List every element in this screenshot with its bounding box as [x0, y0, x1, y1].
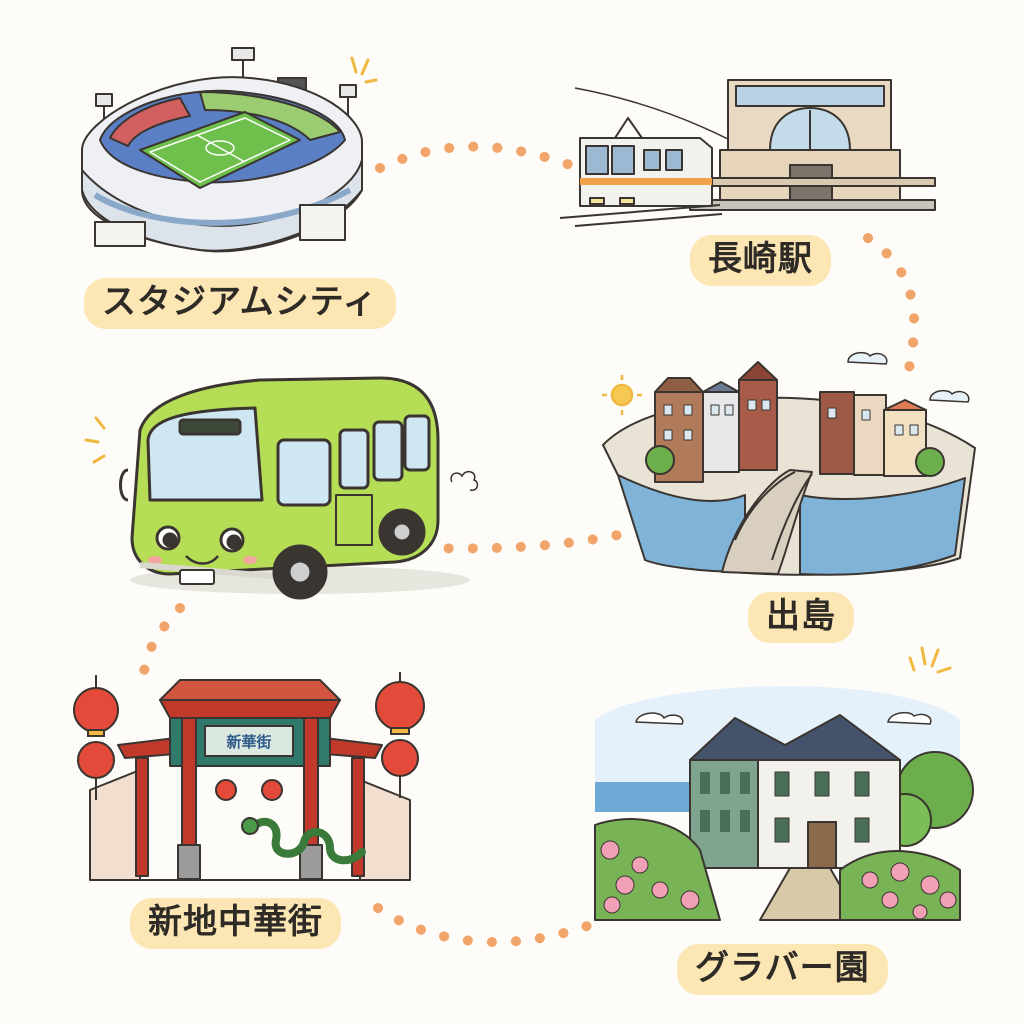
glover-house-illustration [594, 686, 974, 921]
lantern-icon [77, 741, 115, 800]
sparkle-icon [908, 646, 952, 674]
stop-label-glover-garden: グラバー園 [677, 944, 888, 996]
route-bus-to-chinatown [138, 603, 185, 695]
lantern-icon [73, 675, 119, 737]
route-chinatown-to-glover [373, 903, 595, 948]
train-station-illustration [559, 79, 936, 227]
lantern-icon [261, 779, 283, 801]
lantern-icon [375, 672, 425, 735]
lantern-icon [381, 739, 419, 798]
route-dejima-to-bus [425, 525, 645, 554]
route-stadium-to-station [375, 141, 575, 173]
motion-lines-icon [84, 416, 106, 464]
stop-label-stadium-city: スタジアムシティ [84, 278, 396, 330]
route-station-to-dejima [863, 233, 920, 393]
stop-label-dejima: 出島 [748, 592, 854, 644]
chinatown-gate-illustration [89, 679, 411, 881]
flower-icons [600, 840, 957, 920]
gate-sign-text: 新華街 [226, 733, 271, 751]
route-path [138, 141, 920, 948]
stop-label-nagasaki-station: 長崎駅 [690, 235, 831, 287]
cloud-icon [847, 351, 970, 403]
exhaust-puff-icon [450, 470, 479, 491]
cloud-icon [635, 711, 932, 725]
sparkle-icon [350, 56, 378, 84]
lantern-icons [73, 672, 425, 801]
stop-label-shinchi-chinatown: 新地中華街 [130, 898, 341, 950]
lantern-icon [215, 779, 237, 801]
sun-icon [602, 375, 642, 415]
dejima-canal-illustration [602, 361, 976, 576]
smiling-bus-illustration [119, 376, 470, 600]
stadium-illustration [81, 47, 363, 253]
